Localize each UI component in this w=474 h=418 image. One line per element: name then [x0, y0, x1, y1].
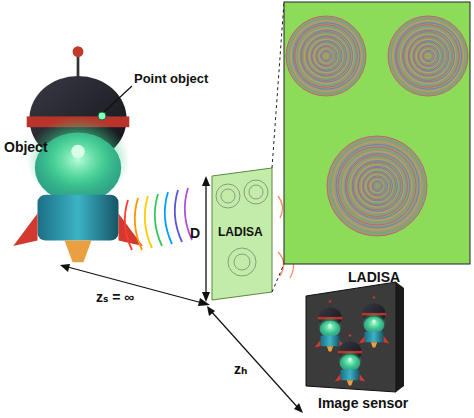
zone-ring: [399, 27, 458, 86]
zone-ring: [333, 142, 421, 230]
zone-ring: [298, 28, 353, 83]
zone-ring: [304, 33, 350, 79]
zone-ring: [307, 37, 345, 75]
zone-ring: [423, 51, 432, 60]
zone-ring: [316, 45, 337, 66]
zone-ring: [400, 28, 455, 83]
zone-ring: [353, 162, 401, 210]
callout-label: Point object: [134, 72, 208, 86]
zone-ring: [421, 49, 435, 63]
zone-ring: [373, 182, 381, 190]
zone-ring: [420, 48, 436, 64]
zone-ring: [304, 34, 347, 77]
zone-ring: [295, 25, 357, 87]
zone-ring: [419, 47, 438, 66]
zone-ring: [312, 42, 340, 70]
part-label: Object: [4, 140, 48, 155]
zone-plate: [327, 136, 427, 236]
zone-ring: [356, 165, 398, 207]
zone-ring: [338, 147, 416, 225]
zone-ring: [404, 32, 453, 81]
zone-ring: [363, 171, 393, 201]
zone-ring: [317, 47, 336, 66]
zone-ring: [423, 50, 435, 62]
zone-ring: [324, 54, 328, 58]
zone-ring: [343, 152, 412, 221]
zone-ring: [321, 51, 330, 60]
zone-ring: [352, 161, 403, 212]
zone-ring: [341, 149, 414, 222]
zone-ring: [345, 154, 410, 219]
zone-ring: [355, 164, 400, 209]
zone-ring: [321, 50, 333, 62]
zone-ring: [327, 136, 427, 236]
zone-ring: [291, 21, 362, 92]
zone-ring: [302, 32, 351, 81]
part-label: LADISA: [348, 270, 400, 285]
dimension-label: zₛ = ∞: [96, 290, 134, 305]
zone-ring: [363, 172, 391, 200]
dimension-label: D: [190, 226, 200, 241]
zone-ring: [318, 48, 334, 64]
zone-ring: [375, 183, 381, 189]
zone-ring: [416, 44, 440, 68]
zone-ring: [406, 34, 449, 77]
zone-ring: [393, 21, 464, 92]
zone-ring: [350, 159, 404, 213]
zone-ring: [365, 173, 390, 198]
part-label: LADISA: [218, 226, 263, 239]
zone-ring: [360, 169, 395, 204]
zone-ring: [391, 18, 466, 93]
zone-ring: [406, 33, 452, 79]
zone-ring: [301, 30, 353, 82]
zone-plate: [388, 16, 468, 96]
zone-ring: [336, 144, 419, 227]
zone-plate: [286, 16, 366, 96]
zone-ring: [395, 23, 461, 89]
zone-ring: [331, 139, 425, 233]
zone-ring: [358, 166, 398, 206]
zone-ring: [411, 39, 444, 72]
zone-ring: [397, 25, 459, 87]
zone-ring: [293, 23, 359, 89]
zone-ring: [311, 41, 342, 72]
zone-ring: [323, 53, 330, 60]
zone-ring: [370, 178, 386, 194]
zone-ring: [418, 45, 439, 66]
zone-ring: [416, 43, 442, 69]
zone-ring: [314, 43, 340, 69]
part-label: Image sensor: [318, 396, 408, 411]
zone-ring: [411, 38, 447, 74]
zone-ring: [372, 181, 383, 192]
zone-ring: [403, 30, 455, 82]
zone-ring: [426, 54, 430, 58]
zone-ring: [408, 36, 449, 77]
zone-ring: [414, 42, 442, 70]
zone-ring: [370, 179, 383, 192]
zone-ring: [286, 16, 366, 96]
zone-ring: [413, 41, 444, 72]
zone-ring: [358, 167, 395, 204]
zone-ring: [297, 27, 356, 86]
zone-ring: [309, 39, 342, 72]
zone-ring: [319, 49, 333, 63]
zone-ring: [306, 36, 347, 77]
zone-ring: [314, 44, 338, 68]
dimension-label: zₕ: [234, 362, 247, 377]
zone-ring: [367, 176, 387, 196]
zone-ring: [425, 53, 432, 60]
zone-ring: [388, 16, 468, 96]
zone-ring: [366, 175, 389, 198]
zone-ring: [368, 177, 386, 195]
zone-ring: [361, 170, 393, 202]
zone-ring: [347, 156, 408, 217]
zone-ring: [409, 37, 447, 75]
zone-ring: [309, 38, 345, 74]
zone-ring: [289, 18, 364, 93]
zone-ring: [349, 157, 406, 214]
